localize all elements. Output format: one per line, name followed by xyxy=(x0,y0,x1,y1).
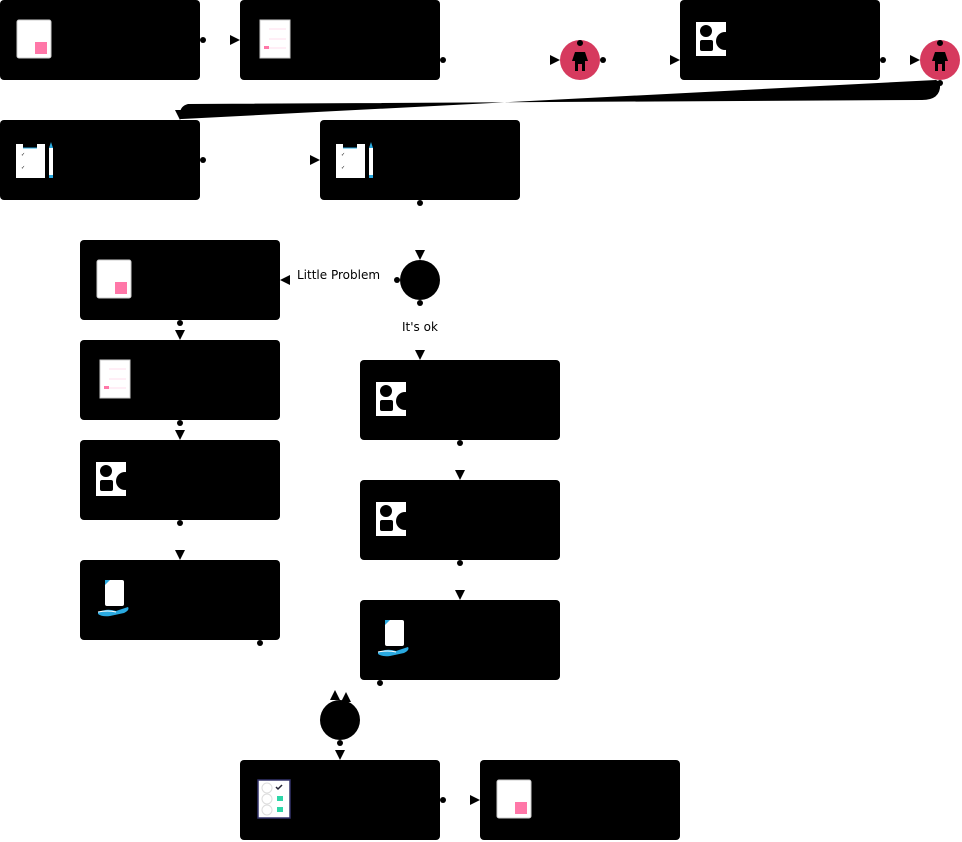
task-1[interactable] xyxy=(0,0,200,80)
svg-text:✓: ✓ xyxy=(341,152,345,158)
gateway-2 xyxy=(320,700,360,740)
connector-start-dot xyxy=(257,640,263,646)
svg-text:✓: ✓ xyxy=(21,165,25,171)
task-7[interactable] xyxy=(80,340,280,420)
connector-arrowhead xyxy=(280,275,290,285)
connector-arrowhead xyxy=(175,430,185,440)
connector-arrowhead xyxy=(310,155,320,165)
connector-start-dot xyxy=(394,277,400,283)
connector-start-dot xyxy=(200,157,206,163)
gateway-1 xyxy=(400,260,440,300)
connector-start-dot xyxy=(177,420,183,426)
connector-start-dot xyxy=(417,200,423,206)
connector-arrowhead xyxy=(455,470,465,480)
connector-arrowhead xyxy=(550,55,560,65)
connector-arrowhead xyxy=(910,55,920,65)
person-icon xyxy=(572,40,588,71)
connector-start-dot xyxy=(440,57,446,63)
connector-arrowhead xyxy=(175,330,185,340)
connector-arrowhead xyxy=(341,692,351,702)
connector-start-dot xyxy=(457,560,463,566)
connector-arrowhead xyxy=(335,750,345,760)
connector-start-dot xyxy=(457,440,463,446)
connector-start-dot xyxy=(337,740,343,746)
svg-text:✓: ✓ xyxy=(341,165,345,171)
task-14[interactable] xyxy=(480,760,680,840)
connector-start-dot xyxy=(177,520,183,526)
connector-start-dot xyxy=(200,37,206,43)
task-9[interactable] xyxy=(80,560,280,640)
task-3[interactable] xyxy=(680,0,880,80)
task-8[interactable] xyxy=(80,440,280,520)
task-10[interactable] xyxy=(360,360,560,440)
connector-arrowhead xyxy=(470,795,480,805)
connector-arrowhead xyxy=(330,690,340,700)
task-11[interactable] xyxy=(360,480,560,560)
task-6[interactable] xyxy=(80,240,280,320)
connector-start-dot xyxy=(417,300,423,306)
connector-arrowhead xyxy=(415,350,425,360)
connector-start-dot xyxy=(600,57,606,63)
connector-arrowhead xyxy=(230,35,240,45)
connector-start-dot xyxy=(177,320,183,326)
task-12[interactable] xyxy=(360,600,560,680)
task-2[interactable] xyxy=(240,0,440,80)
connector-arrowhead xyxy=(415,250,425,260)
connector-arrowhead xyxy=(455,590,465,600)
person-icon xyxy=(932,40,948,71)
connector-arrowhead xyxy=(175,110,185,120)
connector-start-dot xyxy=(880,57,886,63)
task-4[interactable]: ✓✓ xyxy=(0,120,200,200)
gateway-label-little-problem: Little Problem xyxy=(297,268,381,282)
connector-start-dot xyxy=(937,80,943,86)
connector-arrowhead xyxy=(670,55,680,65)
task-5[interactable]: ✓✓ xyxy=(320,120,520,200)
connector-arrowhead xyxy=(175,550,185,560)
gateway-label-its-ok: It's ok xyxy=(402,320,438,334)
connector-start-dot xyxy=(440,797,446,803)
connector-loop xyxy=(180,80,941,119)
task-13[interactable] xyxy=(240,760,440,840)
svg-text:✓: ✓ xyxy=(21,152,25,158)
connector-start-dot xyxy=(377,680,383,686)
